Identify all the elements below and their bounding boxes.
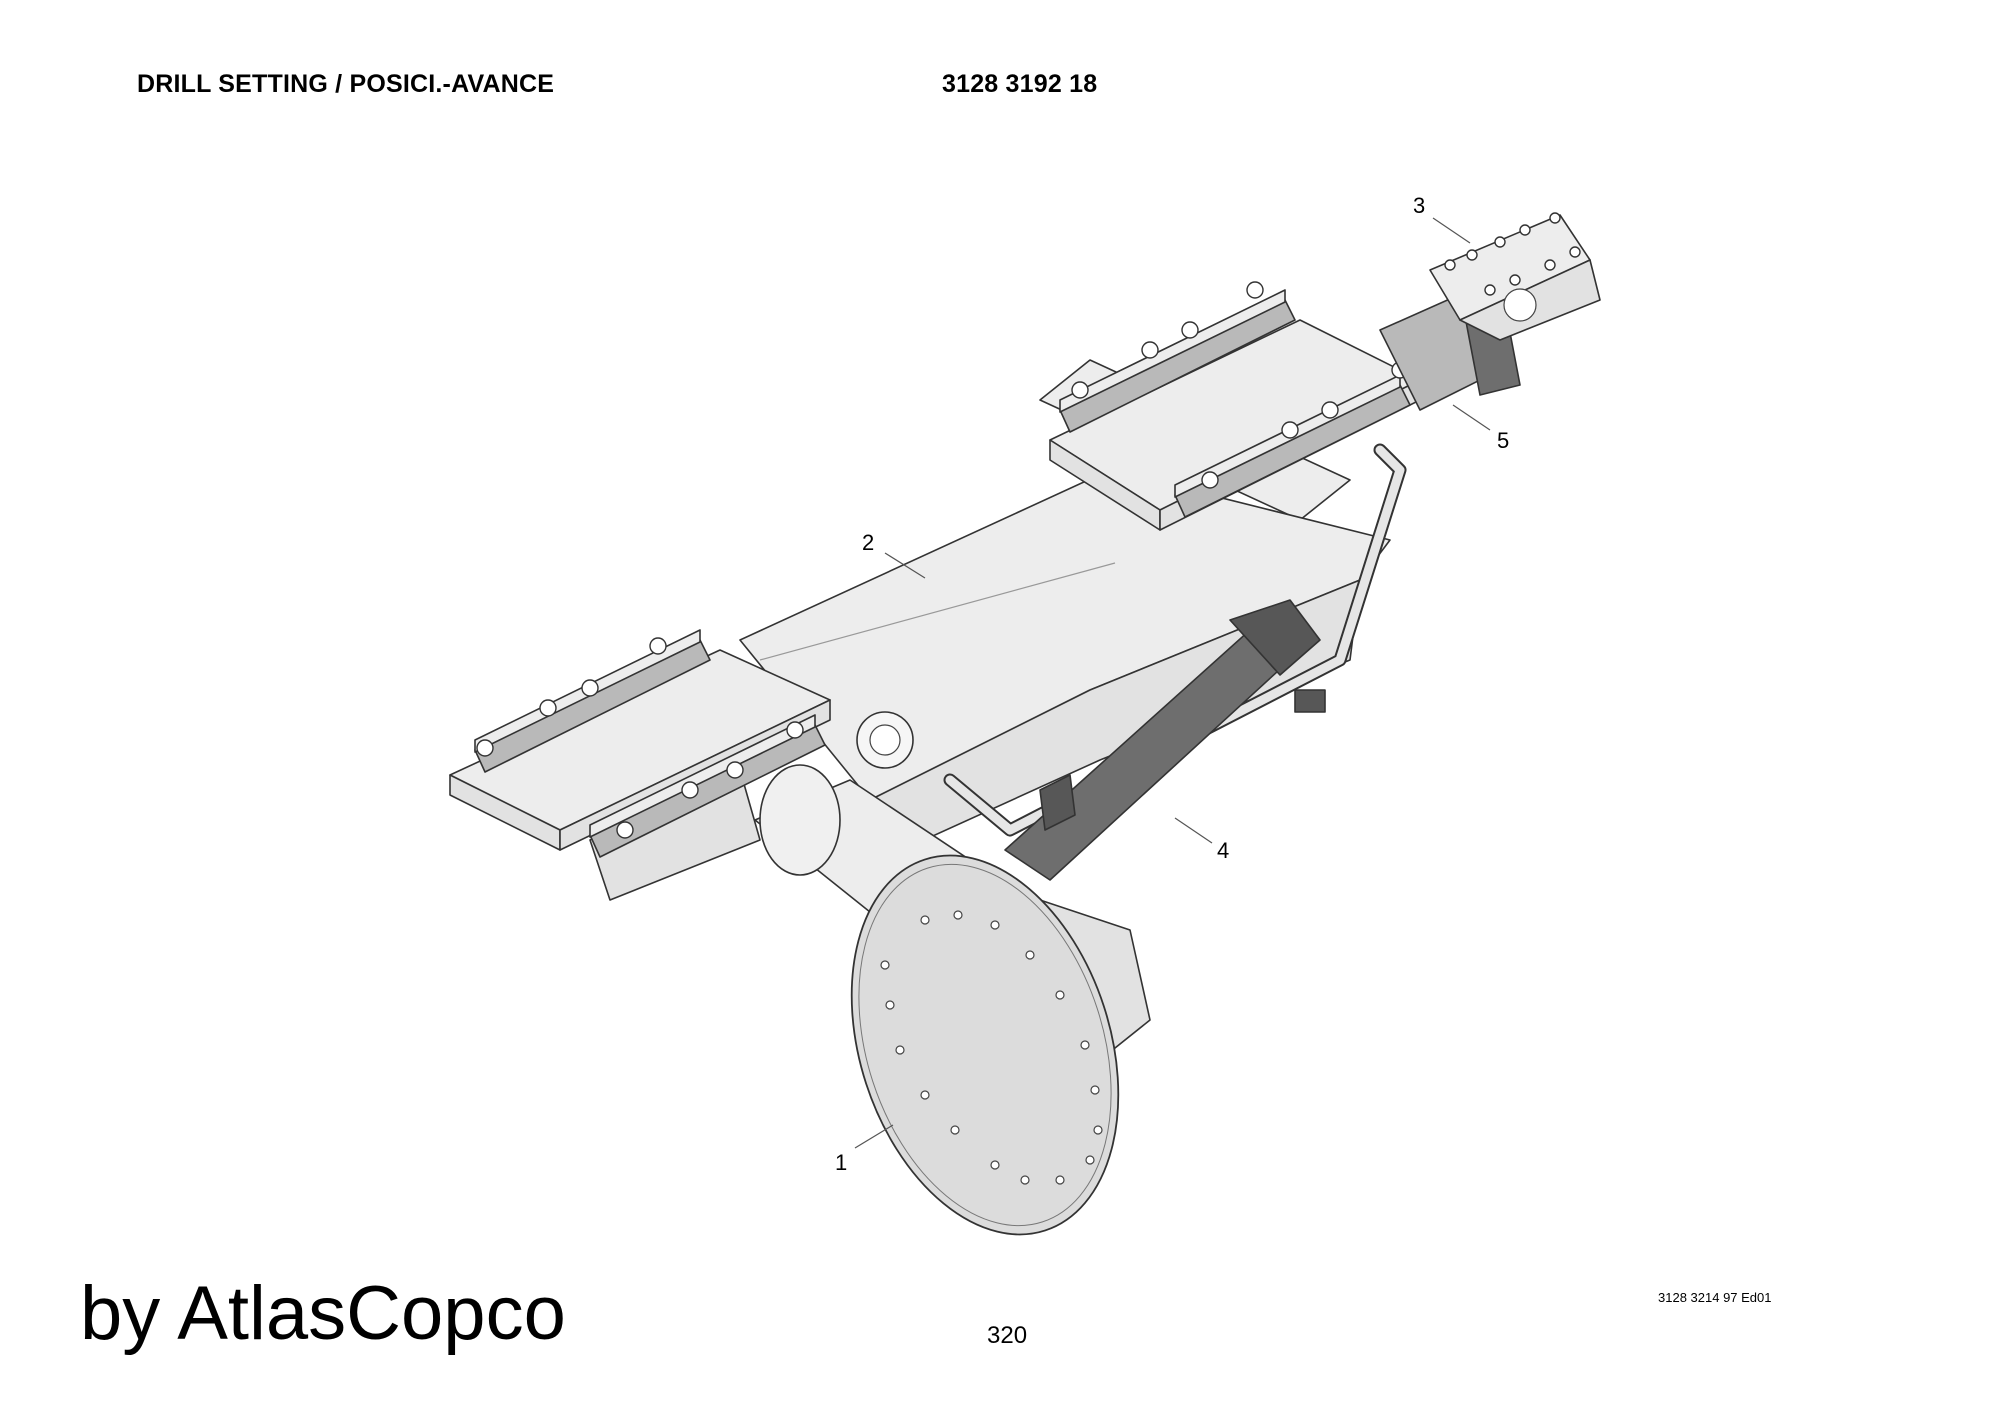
part-number: 3128 3192 18	[942, 70, 1098, 98]
front-slide-rail-left	[1059, 289, 1296, 433]
rear-slide-rail-right	[589, 714, 826, 858]
callout-label-4: 4	[1217, 838, 1229, 863]
callout-5: 5	[1452, 404, 1509, 453]
page-number: 320	[987, 1322, 1028, 1349]
brand-watermark: by AtlasCopco	[80, 1271, 566, 1356]
callout-label-2: 2	[862, 530, 874, 555]
callout-label-1: 1	[835, 1150, 847, 1175]
stinger-foot-plate	[850, 854, 1151, 1236]
document-reference: 3128 3214 97 Ed01	[1658, 1290, 1772, 1305]
cylinder-bracket	[1429, 212, 1601, 341]
callout-2: 2	[862, 530, 926, 579]
foot-plate-bolt-holes	[880, 910, 1103, 1185]
callout-4: 4	[1174, 817, 1229, 863]
tilt-cylinder	[1004, 599, 1326, 881]
callout-label-3: 3	[1413, 193, 1425, 218]
page-title: DRILL SETTING / POSICI.-AVANCE	[137, 70, 555, 98]
callout-3: 3	[1413, 193, 1471, 244]
callout-1: 1	[835, 1124, 894, 1175]
hydraulic-pipe	[943, 443, 1407, 837]
callout-label-5: 5	[1497, 428, 1509, 453]
